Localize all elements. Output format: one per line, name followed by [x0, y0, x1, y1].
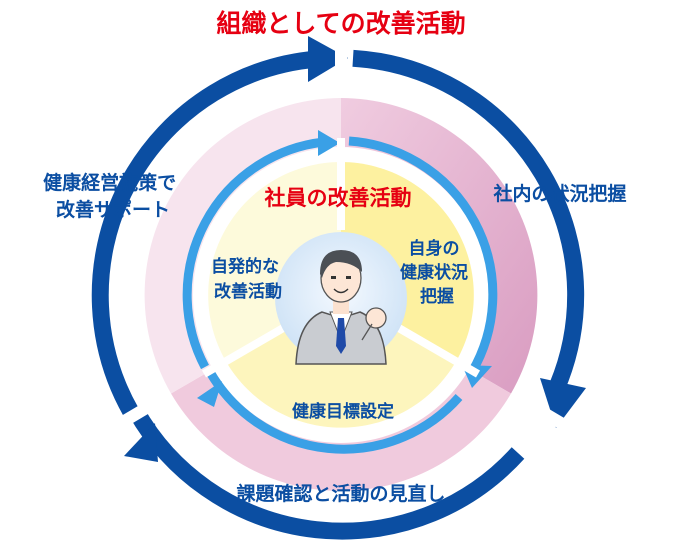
- outer-arrowhead-left: [308, 36, 348, 82]
- inner-label-right: 自身の 健康状況 把握: [400, 238, 474, 307]
- inner-dividers: [201, 138, 481, 378]
- inner-title: 社員の改善活動: [264, 186, 412, 210]
- inner-arrow-bottom: [206, 369, 463, 454]
- outer-arrow-left: [91, 50, 319, 417]
- outer-label-left: 健康経営施策で 改善サポート: [43, 171, 183, 221]
- inner-arrows: [182, 136, 498, 454]
- businessman-avatar: [295, 250, 387, 365]
- outer-arrow-right: [352, 49, 585, 400]
- inner-label-bottom: 健康目標設定: [292, 401, 394, 422]
- diagram-title: 組織としての改善活動: [216, 9, 465, 38]
- outer-dividers: [112, 40, 570, 432]
- inner-arrowhead-bottom: [197, 381, 222, 407]
- outer-label-right: 社内の状況把握: [492, 182, 626, 205]
- inner-label-left: 自発的な 改善活動: [211, 256, 285, 302]
- inner-arrow-left: [182, 137, 325, 370]
- outer-arrow-bottom: [128, 406, 525, 540]
- inner-arrowhead-left: [318, 130, 340, 156]
- outer-label-bottom: 課題確認と活動の見直し: [236, 482, 445, 505]
- outer-arrows: [91, 49, 585, 540]
- inner-arrow-right: [348, 136, 498, 375]
- outer-arrowheads: [124, 36, 586, 462]
- outer-arrowhead-bottom: [124, 423, 158, 462]
- outer-arrowhead-right: [540, 378, 586, 428]
